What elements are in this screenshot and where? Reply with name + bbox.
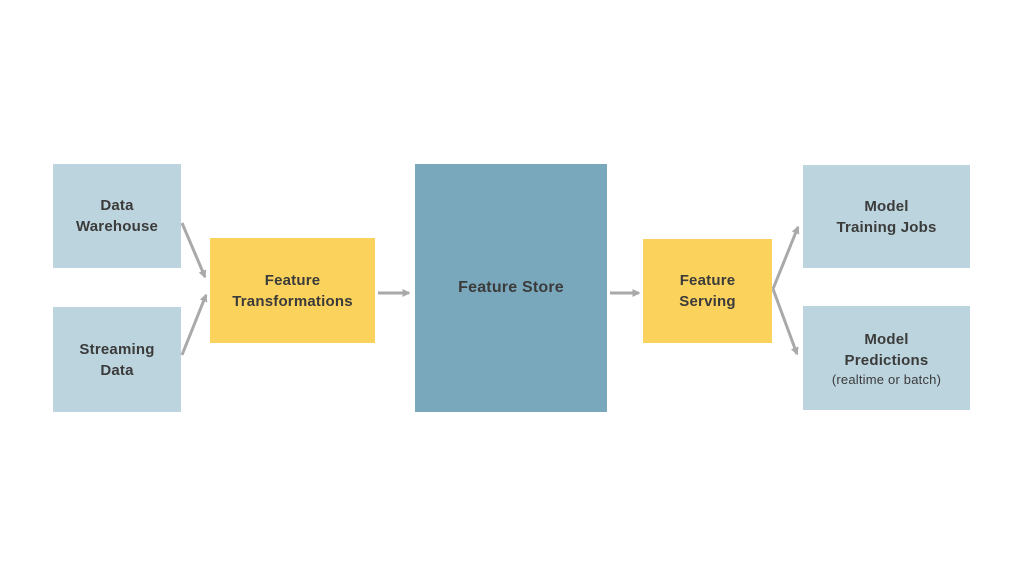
node-streaming-data: Streaming Data bbox=[53, 307, 181, 412]
node-feature-transformations-label: Feature Transformations bbox=[232, 271, 353, 310]
node-feature-store-label: Feature Store bbox=[458, 278, 564, 296]
node-data-warehouse-label: Data Warehouse bbox=[75, 197, 159, 235]
node-model-training-jobs: Model Training Jobs bbox=[803, 165, 970, 268]
node-data-warehouse: Data Warehouse bbox=[53, 164, 181, 268]
node-model-predictions-sublabel: (realtime or batch) bbox=[831, 371, 942, 387]
arrow-feature-serving-to-model-training-jobs bbox=[771, 225, 800, 290]
node-feature-transformations: Feature Transformations bbox=[210, 238, 375, 343]
arrow-feature-serving-to-model-predictions bbox=[771, 288, 799, 356]
arrow-data-warehouse-to-feature-transformations bbox=[180, 222, 207, 279]
arrow-streaming-data-to-feature-transformations bbox=[180, 293, 208, 356]
node-model-predictions-label: Model Predictions bbox=[844, 330, 929, 369]
node-feature-serving-label: Feature Serving bbox=[679, 272, 736, 310]
node-feature-serving: Feature Serving bbox=[643, 239, 772, 343]
node-feature-store: Feature Store bbox=[415, 164, 607, 412]
node-model-training-jobs-label: Model Training Jobs bbox=[836, 197, 937, 236]
node-streaming-data-label: Streaming Data bbox=[79, 340, 155, 379]
node-model-predictions: Model Predictions (realtime or batch) bbox=[803, 306, 970, 410]
